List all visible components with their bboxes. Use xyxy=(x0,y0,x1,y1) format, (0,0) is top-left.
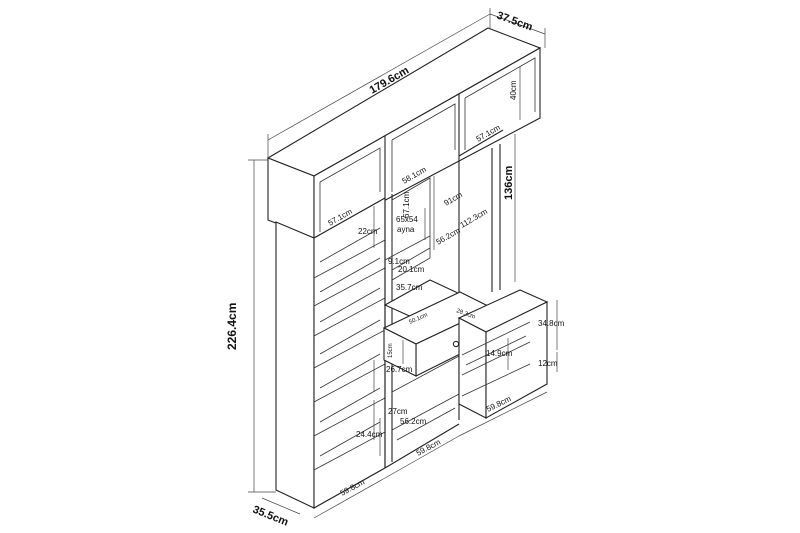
label-upper-gap: 112.3cm xyxy=(459,207,490,230)
label-mid-width: 56.2cm xyxy=(435,226,463,247)
top-box xyxy=(266,27,542,239)
label-mirror-height: 67.1cm xyxy=(402,191,411,218)
label-open-height: 136cm xyxy=(503,166,515,200)
label-shoe-shelf-gap: 24.4cm xyxy=(356,430,383,439)
label-mirror-word: ayna xyxy=(397,225,415,234)
label-bottom-mid-width: 56.2cm xyxy=(400,417,427,426)
label-plinth: 12cm xyxy=(538,359,558,368)
left-tall-cabinet xyxy=(275,197,386,509)
label-bench-height: 34.8cm xyxy=(538,319,565,328)
right-section xyxy=(457,129,549,419)
label-top-shelf-gap: 22cm xyxy=(358,227,378,236)
label-shelf-depth: 35.7cm xyxy=(396,283,423,292)
dimension-lines xyxy=(248,8,558,519)
label-mirror-side: 91cm xyxy=(443,190,465,208)
label-total-height: 226.4cm xyxy=(225,303,239,350)
label-bottom-gap: 27cm xyxy=(388,407,408,416)
label-bench-drawer: 14.9cm xyxy=(486,349,513,358)
label-depth-top: 37.5cm xyxy=(495,10,534,34)
label-small-gap: 9.1cm xyxy=(388,257,410,266)
label-lower-gap: 26.7cm xyxy=(386,365,413,374)
label-mirror-size: 65x54 xyxy=(396,215,418,224)
label-drawer-height: 15cm xyxy=(388,343,394,358)
label-top-box-height: 40cm xyxy=(509,80,518,100)
label-shelf-gap: 20.1cm xyxy=(398,265,425,274)
